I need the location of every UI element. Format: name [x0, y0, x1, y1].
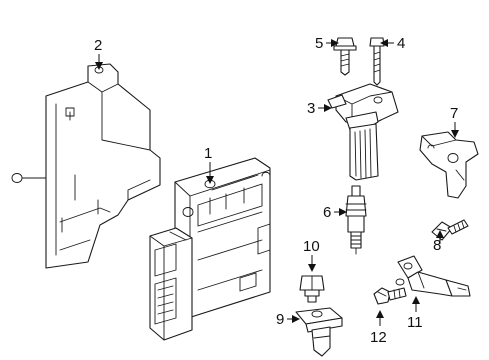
spark-plug: [345, 185, 367, 255]
ignition-coil: [327, 83, 399, 181]
callout-2: 2: [94, 37, 103, 70]
callout-label-9: 9: [276, 311, 284, 328]
callout-label-8: 8: [433, 237, 441, 254]
callout-label-12: 12: [370, 329, 387, 346]
camshaft-sensor: [419, 131, 479, 199]
callout-1: 1: [204, 145, 214, 184]
crankshaft-sensor: [395, 255, 471, 297]
callout-11: 11: [407, 296, 423, 331]
callout-4: 4: [380, 35, 405, 52]
stud-4: [369, 37, 385, 86]
mount-9: [295, 307, 343, 357]
callout-label-3: 3: [307, 100, 315, 117]
callout-8: 8: [433, 230, 444, 254]
callout-3: 3: [307, 100, 332, 117]
callout-9: 9: [276, 311, 300, 328]
callout-label-4: 4: [397, 35, 405, 52]
bolt-12: [373, 287, 407, 305]
callout-label-6: 6: [323, 204, 331, 221]
callout-label-7: 7: [450, 105, 458, 122]
callout-label-1: 1: [204, 145, 212, 162]
callout-label-11: 11: [407, 314, 423, 331]
callout-label-5: 5: [315, 35, 323, 52]
callout-5: 5: [315, 35, 339, 52]
ecm-connector-block: [149, 227, 193, 341]
callout-7: 7: [450, 105, 459, 138]
callout-6: 6: [323, 204, 347, 221]
callout-label-10: 10: [303, 238, 320, 255]
engine-control-module: [174, 157, 271, 319]
callout-12: 12: [370, 310, 387, 346]
callout-10: 10: [303, 238, 320, 272]
bolt-10: [299, 275, 325, 303]
mounting-bracket: [11, 63, 161, 269]
callout-label-2: 2: [94, 37, 102, 54]
